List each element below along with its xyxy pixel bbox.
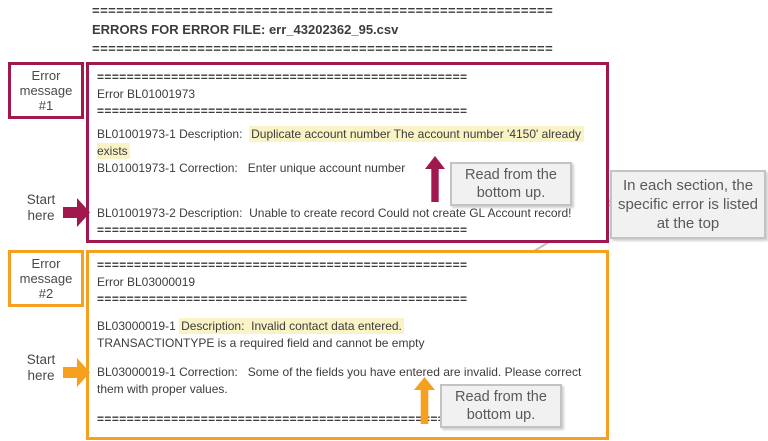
error-file-title: ERRORS FOR ERROR FILE: err_43202362_95.c… [92,22,399,37]
equals-divider: ========================================… [97,104,468,118]
error-text: BL01001973-2 Description: Unable to crea… [97,206,572,220]
equals-divider: ========================================… [97,223,468,237]
highlighted-error-text: Description: Invalid contact data entere… [179,318,404,334]
read-bottom-up-note-1: Read from the bottom up. [450,162,572,206]
error-text-line: BL03000019-1 Correction: Some of the fie… [97,364,602,398]
specific-error-callout: In each section, the specific error is l… [610,170,766,239]
error-text: BL01001973-1 Description: [97,127,250,141]
equals-divider: ========================================… [97,412,468,426]
error-text-line: BL03000019-1 Description: Invalid contac… [97,318,602,335]
start-here-arrow-icon [63,356,90,389]
equals-divider: ========================================… [92,3,554,18]
start-here-label-2: Start here [26,352,56,383]
file-header: ========================================… [92,1,553,58]
start-here-label-1: Start here [26,192,56,223]
error-text: BL03000019-1 Correction: Some of the fie… [97,365,585,396]
read-up-arrow-icon [425,156,445,202]
label-text: Error message #2 [19,256,73,301]
error-text-line: BL01001973-1 Correction: Enter unique ac… [97,160,602,177]
error-text: Error BL01001973 [97,87,196,101]
equals-divider: ========================================… [97,292,468,306]
error-section-1: ========================================… [86,62,609,243]
label-text: Error message #1 [19,68,73,113]
start-here-arrow-icon [63,196,90,229]
error-text-line: Error BL03000019 [97,274,602,291]
error-text-line: BL01001973-2 Description: Unable to crea… [97,205,602,222]
error-text: BL01001973-1 Correction: Enter unique ac… [97,161,406,175]
spacer [97,352,602,364]
equals-divider: ========================================… [97,70,468,84]
error-text: TRANSACTIONTYPE is a required field and … [97,336,425,350]
error-message-1-label-box: Error message #1 [8,62,84,119]
spacer [97,308,602,318]
read-up-arrow-icon [414,377,435,424]
error-text-line: TRANSACTIONTYPE is a required field and … [97,335,602,352]
error-text-line: Error BL01001973 [97,86,602,103]
read-bottom-up-note-2: Read from the bottom up. [440,384,562,428]
equals-divider: ========================================… [97,258,468,272]
error-message-2-label-box: Error message #2 [8,250,84,307]
error-text: BL03000019-1 [97,319,180,333]
equals-divider: ========================================… [92,41,554,56]
error-text: Error BL03000019 [97,275,196,289]
error-text-line: BL01001973-1 Description: Duplicate acco… [97,126,602,160]
